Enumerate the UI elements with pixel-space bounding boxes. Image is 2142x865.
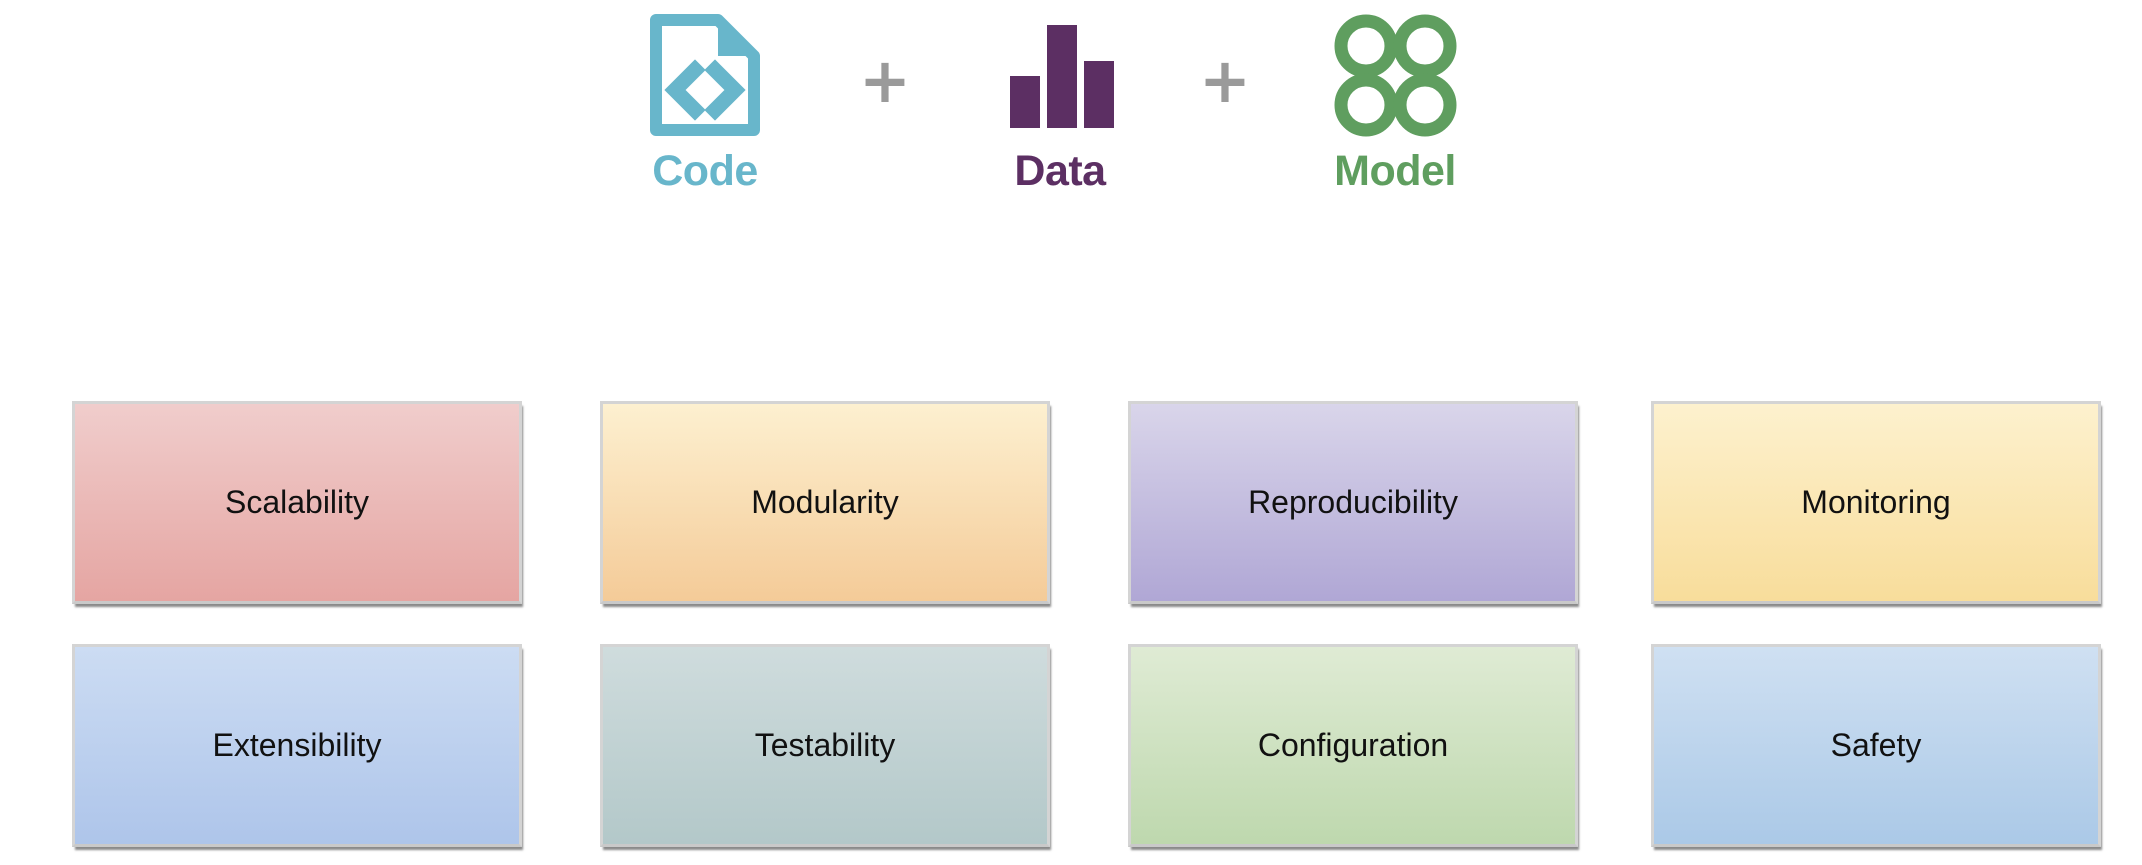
tile-label: Reproducibility xyxy=(1248,483,1458,520)
tile-monitoring[interactable]: Monitoring xyxy=(1651,401,2101,604)
tile-modularity[interactable]: Modularity xyxy=(600,401,1050,604)
tile-reproducibility[interactable]: Reproducibility xyxy=(1128,401,1578,604)
tile-testability[interactable]: Testability xyxy=(600,644,1050,847)
bar-chart-icon xyxy=(1000,0,1120,150)
tile-label: Configuration xyxy=(1257,726,1449,763)
code-file-icon xyxy=(650,0,760,150)
pillar-label-code: Code xyxy=(652,147,758,195)
tile-label: Scalability xyxy=(224,483,370,520)
plus-separator-icon: + xyxy=(1199,44,1251,117)
tile-label: Extensibility xyxy=(212,726,382,763)
tile-configuration[interactable]: Configuration xyxy=(1128,644,1578,847)
four-circles-icon xyxy=(1330,0,1460,150)
pillar-data: Data xyxy=(920,0,1200,250)
tile-scalability[interactable]: Scalability xyxy=(72,401,522,604)
principles-grid: Scalability Modularity Reproducibility M… xyxy=(0,395,2142,865)
tile-label: Safety xyxy=(1830,726,1922,763)
pillar-label-model: Model xyxy=(1334,147,1456,195)
tile-safety[interactable]: Safety xyxy=(1651,644,2101,847)
tile-label: Testability xyxy=(754,726,896,763)
plus-separator-icon: + xyxy=(859,44,911,117)
pillar-model: Model xyxy=(1255,0,1535,250)
pillars-banner: Code Data Model + + xyxy=(0,0,2142,250)
pillar-code: Code xyxy=(565,0,845,250)
pillar-label-data: Data xyxy=(1014,147,1106,195)
tile-label: Monitoring xyxy=(1801,483,1951,520)
tile-label: Modularity xyxy=(751,483,899,520)
tile-extensibility[interactable]: Extensibility xyxy=(72,644,522,847)
